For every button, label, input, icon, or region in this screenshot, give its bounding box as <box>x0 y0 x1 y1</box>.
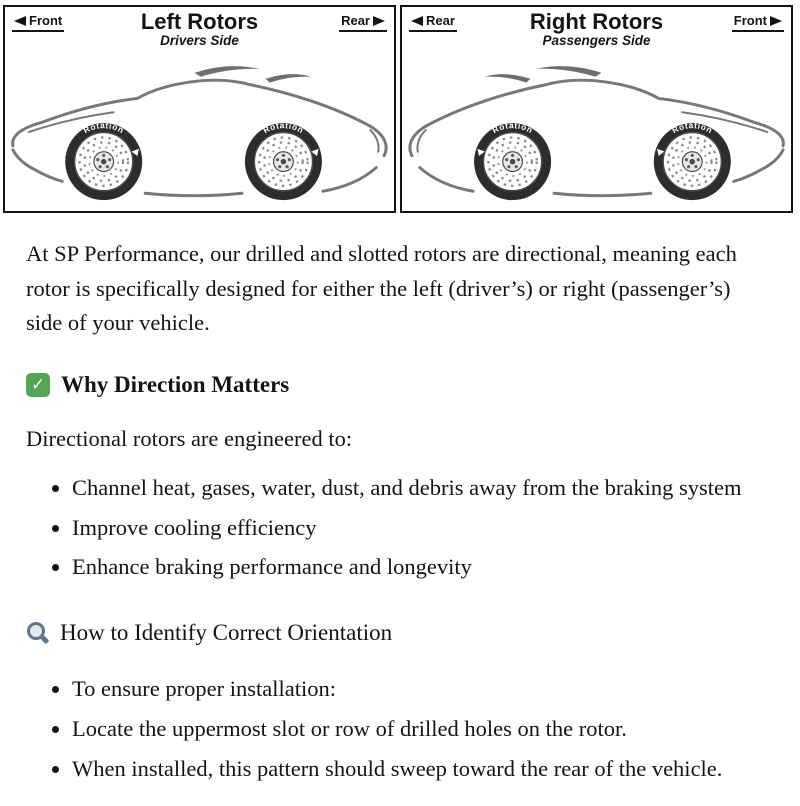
arrow-right-icon <box>373 15 385 26</box>
rear-direction-label: Rear <box>339 13 387 32</box>
section-heading-why-direction-matters: ✓ Why Direction Matters <box>26 367 772 402</box>
left-car-illustration: Rotation Rotation <box>11 66 388 201</box>
arrow-right-icon <box>770 15 782 26</box>
list-item: To ensure proper installation: <box>72 672 772 707</box>
list-item: When installed, this pattern should swee… <box>72 752 772 787</box>
magnifier-icon <box>26 621 49 644</box>
rotation-label: Rotation <box>490 120 534 135</box>
front-direction-label: Front <box>731 13 784 32</box>
article-body: At SP Performance, our drilled and slott… <box>0 213 800 806</box>
list-item: Enhance braking performance and longevit… <box>72 550 772 585</box>
direction-text: Front <box>733 13 767 28</box>
rotation-arrowhead-icon <box>657 148 665 157</box>
rear-wheel: Rotation <box>477 120 543 192</box>
car-body-outline <box>408 66 785 201</box>
svg-text:Rotation: Rotation <box>261 120 305 135</box>
rear-direction-label: Rear <box>409 13 457 32</box>
intro-paragraph: At SP Performance, our drilled and slott… <box>26 241 737 336</box>
rotor-direction-diagram: Front Rear Left Rotors Drivers Side <box>0 0 800 213</box>
section-heading-identify-orientation: How to Identify Correct Orientation <box>26 615 772 650</box>
svg-text:Rotation: Rotation <box>670 120 714 135</box>
arrow-left-icon <box>14 15 26 26</box>
direction-text: Front <box>29 13 63 28</box>
direction-text: Rear <box>426 13 455 28</box>
panel-subtitle: Passengers Side <box>542 33 651 49</box>
rotation-arrowhead-icon <box>131 148 139 157</box>
right-panel-header: Rear Front <box>402 7 791 32</box>
list-item: Channel heat, gases, water, dust, and de… <box>72 471 772 506</box>
list-item: Locate the uppermost slot or row of dril… <box>72 712 772 747</box>
heading-text: How to Identify Correct Orientation <box>60 619 393 645</box>
left-panel-header: Front Rear <box>5 7 394 32</box>
left-rotors-panel: Front Rear Left Rotors Drivers Side <box>3 5 396 213</box>
car-body-outline <box>11 78 388 198</box>
benefits-list: Channel heat, gases, water, dust, and de… <box>26 471 772 585</box>
svg-text:Rotation: Rotation <box>490 120 534 135</box>
front-wheel: Rotation <box>657 120 723 192</box>
check-icon: ✓ <box>26 372 50 397</box>
front-wheel: Rotation <box>65 120 143 201</box>
rotation-arrowhead-icon <box>311 148 319 157</box>
speed-swoosh-icon <box>194 66 312 83</box>
front-direction-label: Front <box>12 13 65 32</box>
section-lead: Directional rotors are engineered to: <box>26 426 353 452</box>
rotation-label: Rotation <box>670 120 714 135</box>
arrow-left-icon <box>411 15 423 26</box>
rotation-label: Rotation <box>261 120 305 135</box>
direction-text: Rear <box>341 13 370 28</box>
rotation-label: Rotation <box>82 120 126 135</box>
svg-text:Rotation: Rotation <box>82 120 126 135</box>
right-rotors-panel: Rear Front Right Rotors Passengers Side <box>400 5 793 213</box>
right-car-illustration: Rotation Rotation <box>408 66 785 201</box>
heading-text: Why Direction Matters <box>61 371 290 397</box>
rotation-arrowhead-icon <box>477 148 485 157</box>
list-item: Improve cooling efficiency <box>72 511 772 546</box>
orientation-list: To ensure proper installation: Locate th… <box>26 672 772 786</box>
rear-wheel: Rotation <box>244 120 322 201</box>
panel-subtitle: Drivers Side <box>160 33 239 49</box>
